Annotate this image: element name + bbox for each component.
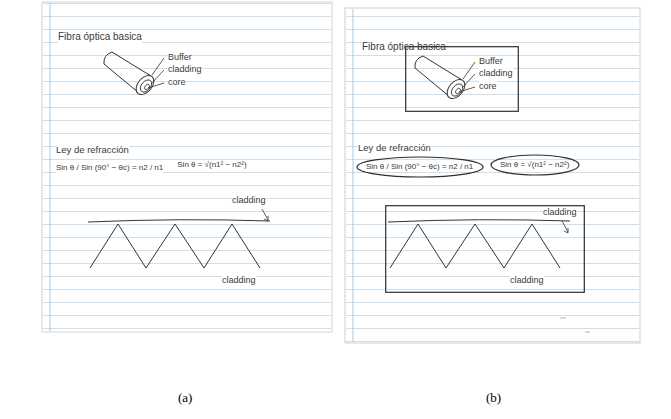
page-heading: Fibra óptica basica	[58, 30, 142, 43]
subfigure-caption: (b)	[486, 390, 501, 406]
part-label: cladding	[222, 275, 256, 286]
box-outline	[385, 205, 585, 293]
subfigure-caption: (a)	[178, 390, 192, 406]
part-label: cladding	[479, 68, 513, 79]
part-label: Buffer	[168, 52, 192, 63]
formula: Sin θ = √(n1² − n2²)	[177, 160, 246, 170]
formula: Sin θ = √(n1² − n2²)	[500, 160, 569, 170]
part-label: Buffer	[479, 56, 503, 67]
highlight-ellipse: Sin θ = √(n1² − n2²)	[490, 154, 580, 176]
part-label: cladding	[232, 195, 266, 206]
highlight-box: cladding cladding	[385, 205, 585, 293]
section-heading: Ley de refracción	[56, 144, 129, 156]
part-label: core	[168, 77, 186, 88]
formula: Sin θ / Sin (90° − θc) = n2 / n1	[56, 163, 163, 173]
highlight-ellipse: Sin θ / Sin (90° − θc) = n2 / n1	[356, 156, 484, 178]
highlight-box: Buffercladding core	[405, 46, 519, 112]
part-label: cladding	[510, 275, 544, 286]
section-heading: Ley de refracción	[358, 142, 431, 154]
part-label: core	[479, 81, 497, 92]
part-label: cladding	[543, 207, 577, 218]
part-label: cladding	[168, 64, 202, 75]
formula: Sin θ / Sin (90° − θc) = n2 / n1	[366, 162, 473, 172]
